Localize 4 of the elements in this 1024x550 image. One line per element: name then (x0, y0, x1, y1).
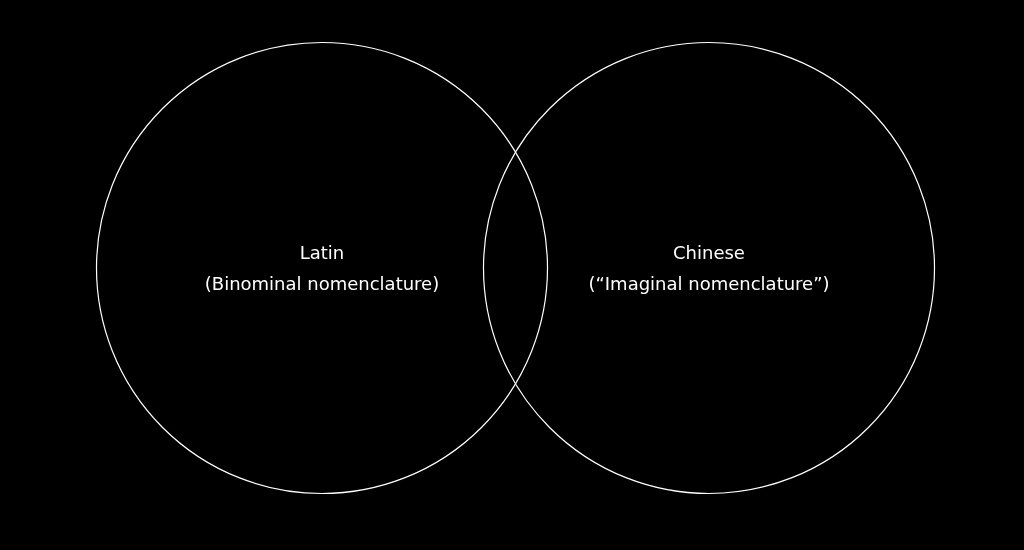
set-subtitle: (Binominal nomenclature) (204, 272, 440, 296)
set-title: Latin (299, 241, 345, 265)
set-title: Chinese (673, 241, 745, 265)
set-subtitle: (“Imaginal nomenclature”) (588, 272, 830, 296)
